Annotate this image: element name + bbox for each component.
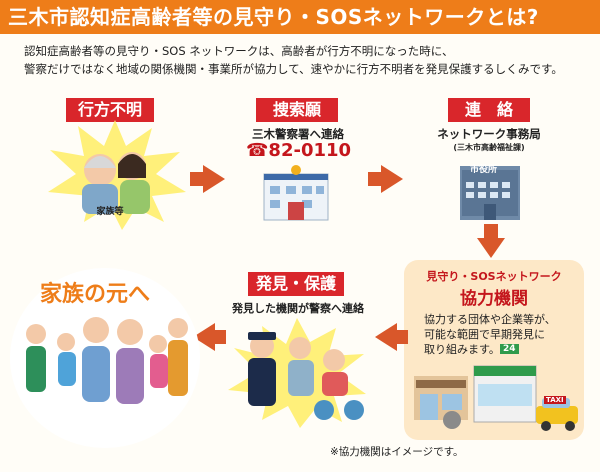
coop-title: 協力機関 [460, 289, 528, 309]
coop-desc-line-2: 可能な範囲で早期発見に [424, 328, 545, 341]
footnote: ※協力機関はイメージです。 [330, 446, 464, 458]
store-sign: 24 [500, 344, 519, 354]
coop-head: 見守り・SOSネットワーク [426, 270, 562, 283]
missing-caption: 家族等 [96, 207, 124, 217]
police-building-icon [263, 165, 329, 221]
search-line: 三木警察署へ連絡 [252, 127, 344, 141]
intro-line-1: 認知症高齢者等の見守り・SOS ネットワークは、高齢者が行方不明になった時に、 [24, 44, 454, 58]
city-hall-sign: 市役所 [470, 165, 498, 175]
label-contact: 連 絡 [448, 98, 530, 122]
arrow-4-body [396, 330, 408, 344]
arrow-left-icon [375, 323, 397, 351]
missing-illustration [48, 120, 186, 230]
contact-dept: (三木市高齢福祉課) [453, 143, 525, 152]
arrow-right-icon [203, 165, 225, 193]
city-hall-building-icon [460, 166, 520, 220]
family-illustration [26, 317, 188, 404]
family-title: 家族の元へ [40, 282, 151, 307]
coop-description: 協力する団体や企業等が、 可能な範囲で早期発見に 取り組みます。 [424, 312, 574, 357]
arrow-down-icon [477, 238, 505, 258]
arrow-1-body [190, 172, 204, 186]
coop-desc-line-3: 取り組みます。 [424, 343, 500, 356]
coop-illustration [414, 365, 578, 431]
arrow-5-body [214, 330, 226, 344]
taxi-sign: TAXI [544, 396, 566, 404]
coop-desc-line-1: 協力する団体や企業等が、 [424, 313, 556, 326]
intro-text: 認知症高齢者等の見守り・SOS ネットワークは、高齢者が行方不明になった時に、 … [24, 42, 594, 78]
police-phone: ☎82-0110 [246, 140, 352, 161]
intro-line-2: 警察だけではなく地域の関係機関・事業所が協力して、速やかに行方不明者を発見保護す… [24, 62, 563, 76]
contact-line: ネットワーク事務局 [437, 127, 541, 141]
arrow-right-icon [381, 165, 403, 193]
label-missing: 行方不明 [66, 98, 154, 122]
found-caption: 発見した機関が警察へ連絡 [232, 302, 364, 315]
arrow-2-body [368, 172, 382, 186]
label-search: 捜索願 [256, 98, 338, 122]
label-found: 発見・保護 [248, 272, 344, 296]
arrow-3-body [484, 224, 498, 240]
page-title: 三木市認知症高齢者等の見守り・SOSネットワークとは? [0, 0, 600, 34]
found-illustration [228, 318, 366, 428]
